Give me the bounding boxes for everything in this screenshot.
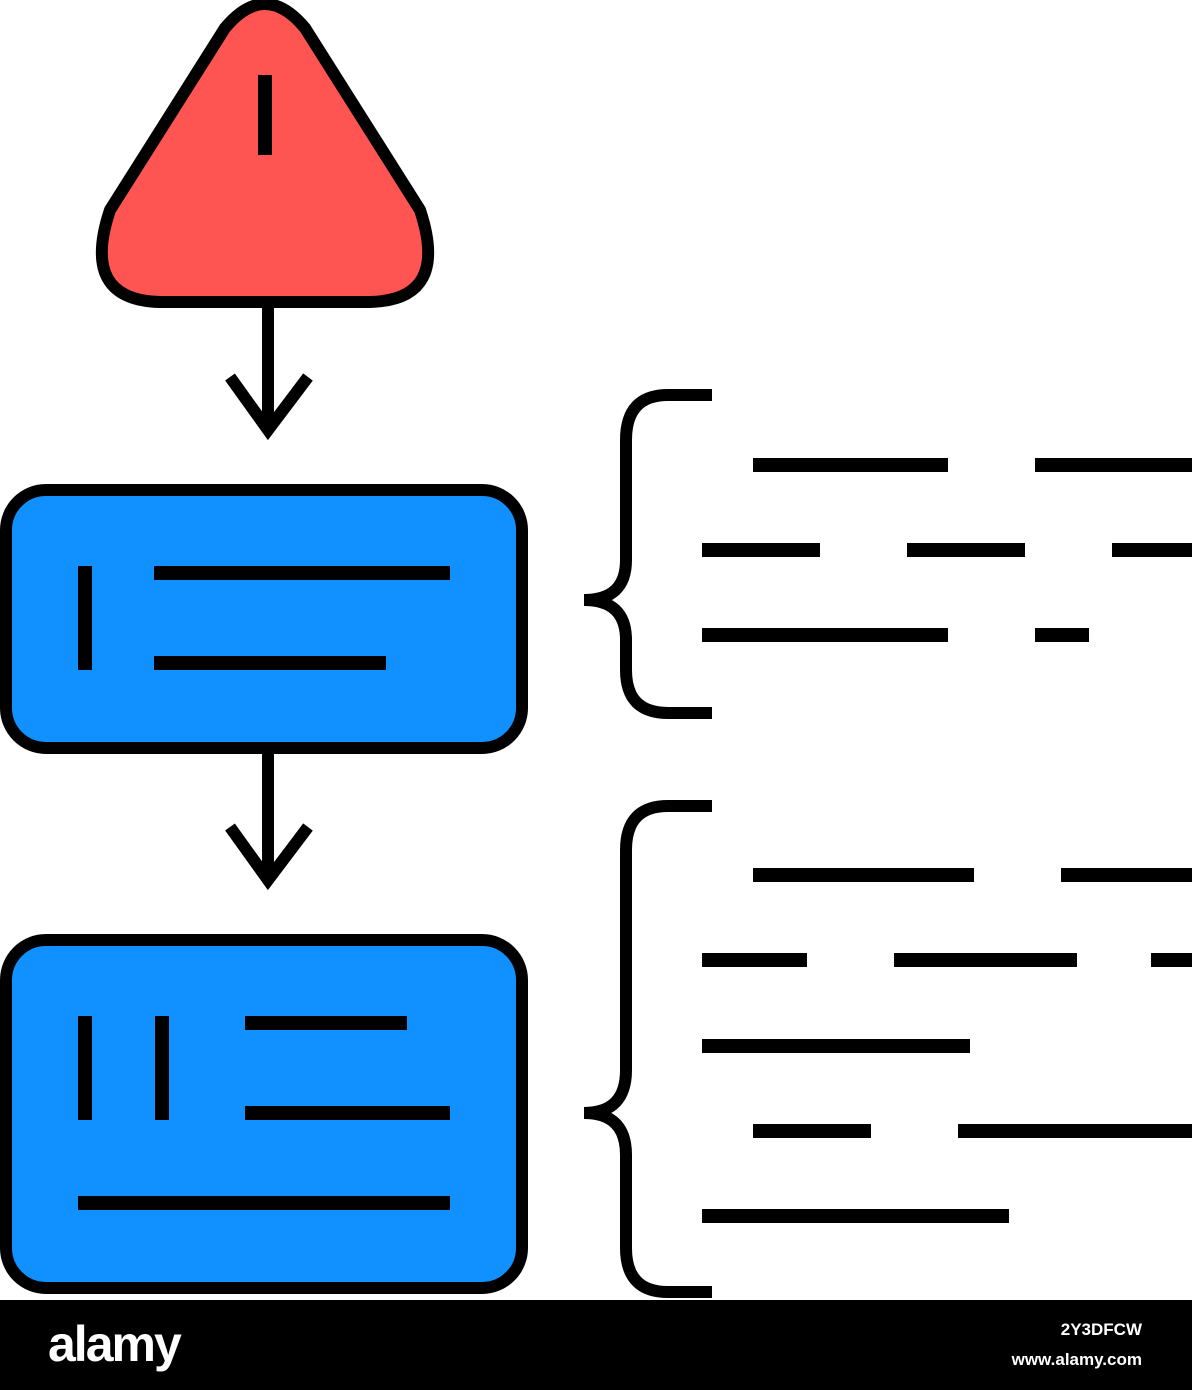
curly-brace-icon [583, 800, 712, 1298]
brand-logo: alamy [48, 1316, 182, 1372]
image-id: 2Y3DFCW [1060, 1320, 1142, 1339]
process-box-1-text-lines [78, 566, 450, 670]
process-box-2 [0, 934, 528, 1294]
process-box-1-frame [0, 484, 528, 754]
flowchart-diagram [0, 0, 1192, 1298]
warning-triangle-icon [95, 0, 435, 308]
process-box-2-text-lines [78, 1016, 450, 1210]
description-lines-2 [702, 868, 1192, 1223]
description-lines-1 [702, 458, 1192, 642]
process-box-1 [0, 484, 528, 754]
arrow-head [225, 823, 313, 891]
curly-brace-icon [583, 389, 712, 719]
watermark-footer: alamy 2Y3DFCW www.alamy.com [0, 1300, 1192, 1390]
down-arrow-icon [225, 752, 313, 891]
arrow-head [225, 373, 313, 441]
site-url: www.alamy.com [1011, 1350, 1142, 1369]
down-arrow-icon [225, 305, 313, 441]
